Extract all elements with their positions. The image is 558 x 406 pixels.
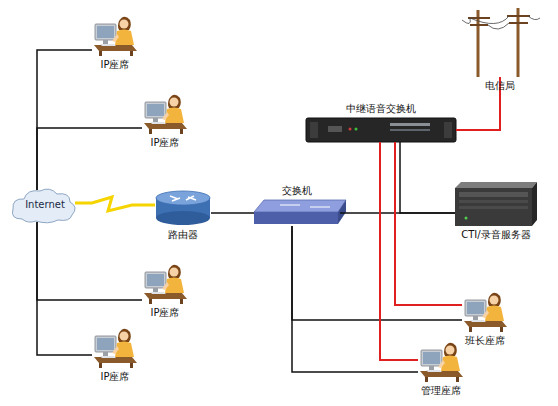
ip-seat: IP座席 (92, 326, 138, 368)
trunk-switch-node: 中继语音交换机 (306, 118, 456, 142)
node-label: 路由器 (115, 229, 251, 241)
seat-icon (420, 343, 463, 382)
connector (211, 212, 254, 214)
node-label: 班长座席 (422, 335, 548, 347)
connector (37, 222, 142, 300)
connector (37, 50, 92, 190)
connector (37, 222, 92, 355)
node-label: 中继语音交换机 (266, 103, 496, 115)
server-node: CTI/录音服务器 (455, 182, 537, 226)
connector (395, 142, 462, 305)
telecom-office-node: 电信局 (462, 5, 537, 77)
connector (292, 226, 418, 372)
seat-icon (144, 265, 187, 304)
node-label: IP座席 (52, 371, 178, 383)
telephone-poles (462, 8, 540, 77)
node-label: Internet (0, 199, 115, 211)
server-icon (455, 182, 537, 226)
connector (380, 142, 418, 360)
node-label: IP座席 (52, 59, 178, 71)
internet-cloud-node: Internet (15, 190, 75, 222)
admin-seat: 管理座席 (418, 340, 464, 382)
ip-seat: IP座席 (142, 92, 188, 134)
ip-seat: IP座席 (92, 14, 138, 56)
switch-icon (254, 200, 346, 224)
connector (37, 128, 142, 190)
node-label: 电信局 (422, 80, 558, 92)
seat-icon (94, 17, 137, 56)
trunk-switch-device (306, 118, 456, 142)
node-label: CTI/录音服务器 (415, 229, 558, 241)
router-node: 路由器 (155, 192, 211, 226)
seat-icon (94, 329, 137, 368)
connector (400, 142, 455, 213)
router-icon (156, 191, 210, 225)
node-label: IP座席 (102, 307, 228, 319)
node-label: 交换机 (214, 185, 380, 197)
ip-seat: IP座席 (142, 262, 188, 304)
leader-seat: 班长座席 (462, 290, 508, 332)
connector (75, 197, 155, 211)
node-label: 管理座席 (378, 385, 504, 397)
switch-node: 交换机 (254, 200, 340, 226)
seat-icon (144, 95, 187, 134)
node-label: IP座席 (102, 137, 228, 149)
seat-icon (464, 293, 507, 332)
